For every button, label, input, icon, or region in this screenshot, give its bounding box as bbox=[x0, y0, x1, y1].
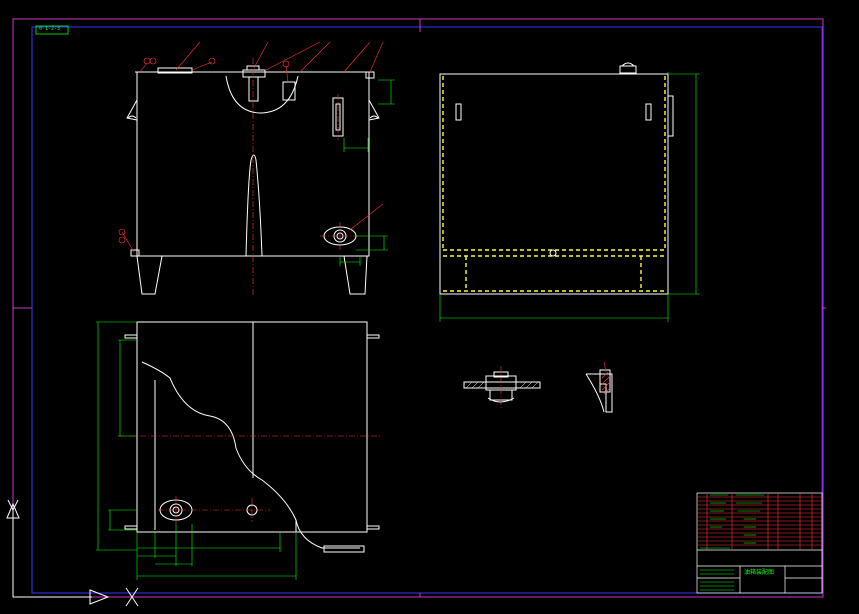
sheet-tag: 0-1-2-3 bbox=[39, 26, 61, 32]
top-view-dimensions bbox=[96, 321, 297, 580]
sheet-tag-box bbox=[35, 25, 69, 35]
top-view-centerlines bbox=[118, 435, 380, 524]
ucs-x-axis-icon bbox=[13, 587, 139, 607]
front-view-dimensions bbox=[339, 79, 395, 266]
detail-weld-section[interactable] bbox=[585, 369, 613, 413]
parts-list-grid bbox=[697, 493, 822, 591]
top-view[interactable] bbox=[124, 321, 380, 553]
front-view-leaders bbox=[118, 41, 384, 253]
side-view-hidden-lines bbox=[442, 76, 666, 292]
detail-weld-leader bbox=[603, 361, 607, 373]
title-block[interactable] bbox=[696, 492, 823, 594]
detail-filler-cap[interactable] bbox=[463, 371, 541, 403]
ucs-y-axis-icon bbox=[6, 499, 20, 597]
inner-frame bbox=[31, 26, 823, 594]
title-block-drawing-title: 油箱装配图 bbox=[744, 569, 775, 576]
side-view[interactable] bbox=[439, 62, 674, 295]
detail-weld-hatch bbox=[601, 371, 611, 395]
sheet-frames bbox=[12, 18, 826, 598]
side-view-dimensions bbox=[439, 72, 700, 322]
front-view-centerlines bbox=[252, 58, 362, 296]
detail-filler-cap-hatch bbox=[465, 381, 539, 389]
